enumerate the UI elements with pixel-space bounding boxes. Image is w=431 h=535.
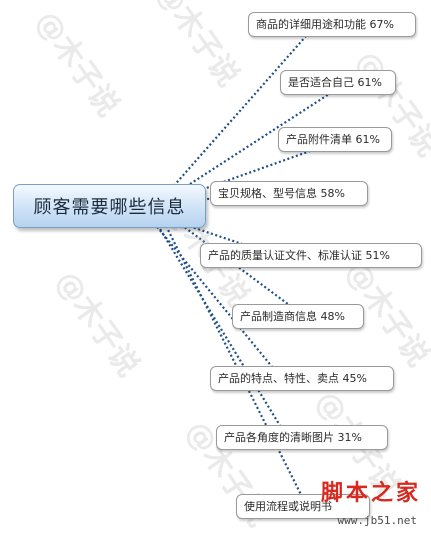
topic-node[interactable]: 是否适合自己 61% bbox=[280, 70, 396, 95]
topic-node[interactable]: 产品的特点、特性、卖点 45% bbox=[210, 366, 394, 391]
connector-arrow bbox=[155, 205, 307, 507]
topic-node[interactable]: 产品制造商信息 48% bbox=[232, 304, 364, 329]
topic-node[interactable]: 商品的详细用途和功能 67% bbox=[248, 12, 416, 37]
topic-node[interactable]: 产品附件清单 61% bbox=[278, 127, 392, 152]
site-logo-url: www.jb51.net bbox=[337, 514, 417, 527]
topic-node[interactable]: 产品各角度的清晰图片 31% bbox=[216, 425, 388, 450]
topic-node[interactable]: 宝贝规格、型号信息 58% bbox=[210, 181, 368, 206]
topic-node[interactable]: 使用流程或说明书 bbox=[236, 494, 370, 519]
topic-node[interactable]: 产品的质量认证文件、标准认证 51% bbox=[200, 243, 422, 268]
site-logo: 脚本之家 bbox=[320, 480, 421, 506]
root-topic[interactable]: 顾客需要哪些信息 bbox=[13, 184, 206, 228]
connector-arrow bbox=[155, 21, 320, 207]
